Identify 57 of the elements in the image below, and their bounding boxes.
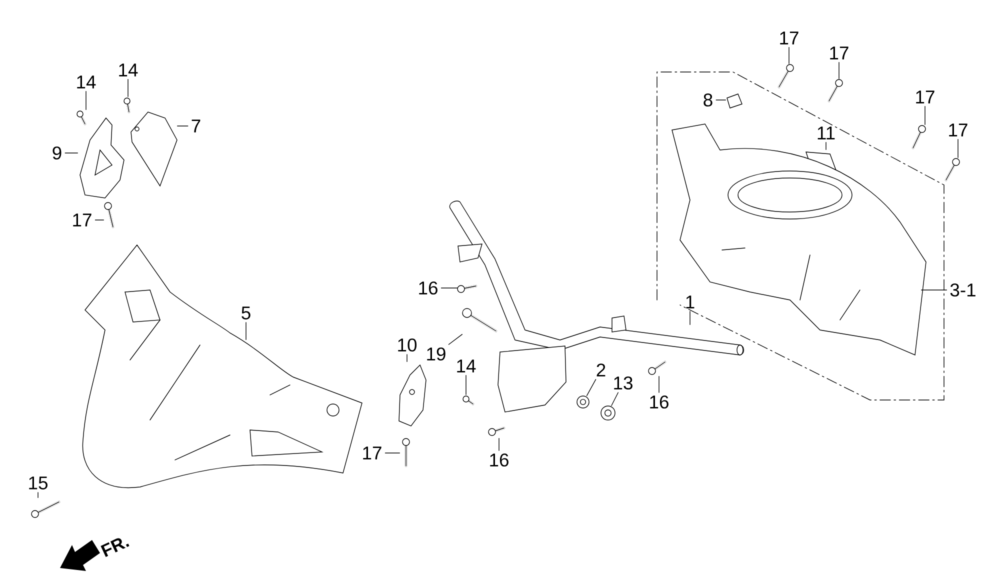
leader-line	[498, 438, 500, 451]
callout-number: 1	[686, 296, 694, 308]
callout-number: 17	[780, 32, 798, 44]
nut-drawing	[576, 396, 590, 408]
leader-line	[658, 376, 660, 393]
leader-line	[448, 334, 463, 345]
callout-number: 14	[119, 64, 138, 76]
bolt-drawing	[462, 308, 498, 332]
callout-number: 5	[242, 306, 250, 320]
screw-drawing	[488, 426, 506, 436]
callout-number: 7	[192, 120, 200, 132]
bolt-drawing	[402, 438, 410, 468]
screw-drawing	[648, 360, 666, 375]
leader-line	[924, 106, 926, 125]
leader-line	[384, 452, 400, 454]
callout-number: 14	[457, 360, 476, 372]
leader-line	[788, 46, 790, 64]
nut-drawing	[600, 406, 616, 420]
callout-number: 14	[77, 76, 96, 88]
leader-line	[586, 379, 596, 396]
callout-number: 10	[398, 338, 417, 352]
fairing-drawing	[82, 244, 362, 488]
callout-number: 17	[916, 90, 934, 104]
callout-number: 17	[73, 214, 92, 226]
clip-drawing	[124, 98, 130, 114]
callout-number: 16	[650, 395, 668, 409]
leader-line	[406, 354, 408, 362]
callout-number: 17	[830, 46, 848, 60]
callout-number: 15	[29, 476, 48, 490]
bolt-drawing	[778, 64, 794, 88]
callout-number: 16	[419, 281, 438, 295]
clip-drawing	[76, 110, 86, 126]
callout-number: 17	[363, 446, 382, 460]
leader-line	[64, 152, 78, 154]
bolt-drawing	[912, 125, 926, 150]
callout-number: 3-1	[950, 283, 976, 297]
callout-number: 9	[52, 146, 62, 160]
panel-drawing	[130, 112, 178, 187]
callout-number: 11	[818, 126, 835, 140]
callout-number: 2	[596, 364, 606, 376]
clip-drawing	[462, 396, 474, 406]
callout-number: 19	[427, 347, 446, 361]
callout-number: 13	[614, 376, 632, 390]
callout-number: 16	[490, 453, 508, 467]
housing-drawing	[672, 124, 926, 356]
callout-number: 8	[704, 93, 712, 107]
screw-drawing	[457, 284, 478, 293]
bolt-drawing	[31, 500, 60, 518]
handlebar-drawing	[449, 200, 744, 412]
direction-label: FR.	[100, 538, 130, 557]
bolt-drawing	[944, 158, 960, 182]
callout-number: 17	[949, 124, 968, 136]
leader-line	[611, 392, 619, 406]
tile-drawing	[726, 94, 742, 108]
bolt-drawing	[104, 202, 114, 228]
bolt-drawing	[828, 79, 843, 102]
leader-line	[838, 62, 840, 79]
